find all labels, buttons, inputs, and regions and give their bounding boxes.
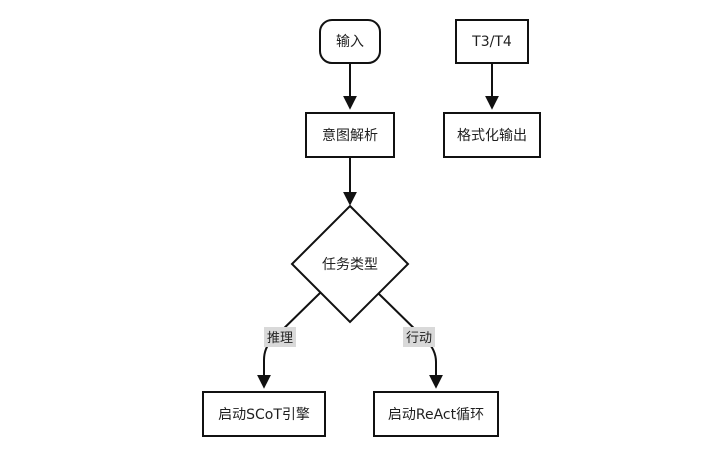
svg-text:启动ReAct循环: 启动ReAct循环: [388, 407, 484, 423]
edge-label-reasoning: 推理: [264, 327, 296, 347]
node-intent-parsing: 意图解析: [305, 112, 395, 158]
svg-text:任务类型: 任务类型: [322, 257, 378, 273]
svg-text:启动SCoT引擎: 启动SCoT引擎: [218, 407, 310, 423]
svg-text:行动: 行动: [406, 331, 432, 346]
node-input: 输入: [319, 19, 381, 64]
svg-text:推理: 推理: [267, 331, 293, 346]
node-task-type: 任务类型: [290, 204, 410, 324]
node-t3t4: T3/T4: [455, 19, 529, 64]
edges: [257, 63, 499, 389]
svg-text:T3/T4: T3/T4: [471, 34, 512, 50]
node-start-scot: 启动SCoT引擎: [202, 391, 326, 437]
svg-text:格式化输出: 格式化输出: [457, 128, 527, 144]
svg-text:输入: 输入: [336, 34, 364, 50]
svg-text:意图解析: 意图解析: [322, 127, 378, 144]
node-start-react: 启动ReAct循环: [373, 391, 499, 437]
edge-label-action: 行动: [403, 327, 435, 347]
node-format-output: 格式化输出: [443, 112, 541, 158]
